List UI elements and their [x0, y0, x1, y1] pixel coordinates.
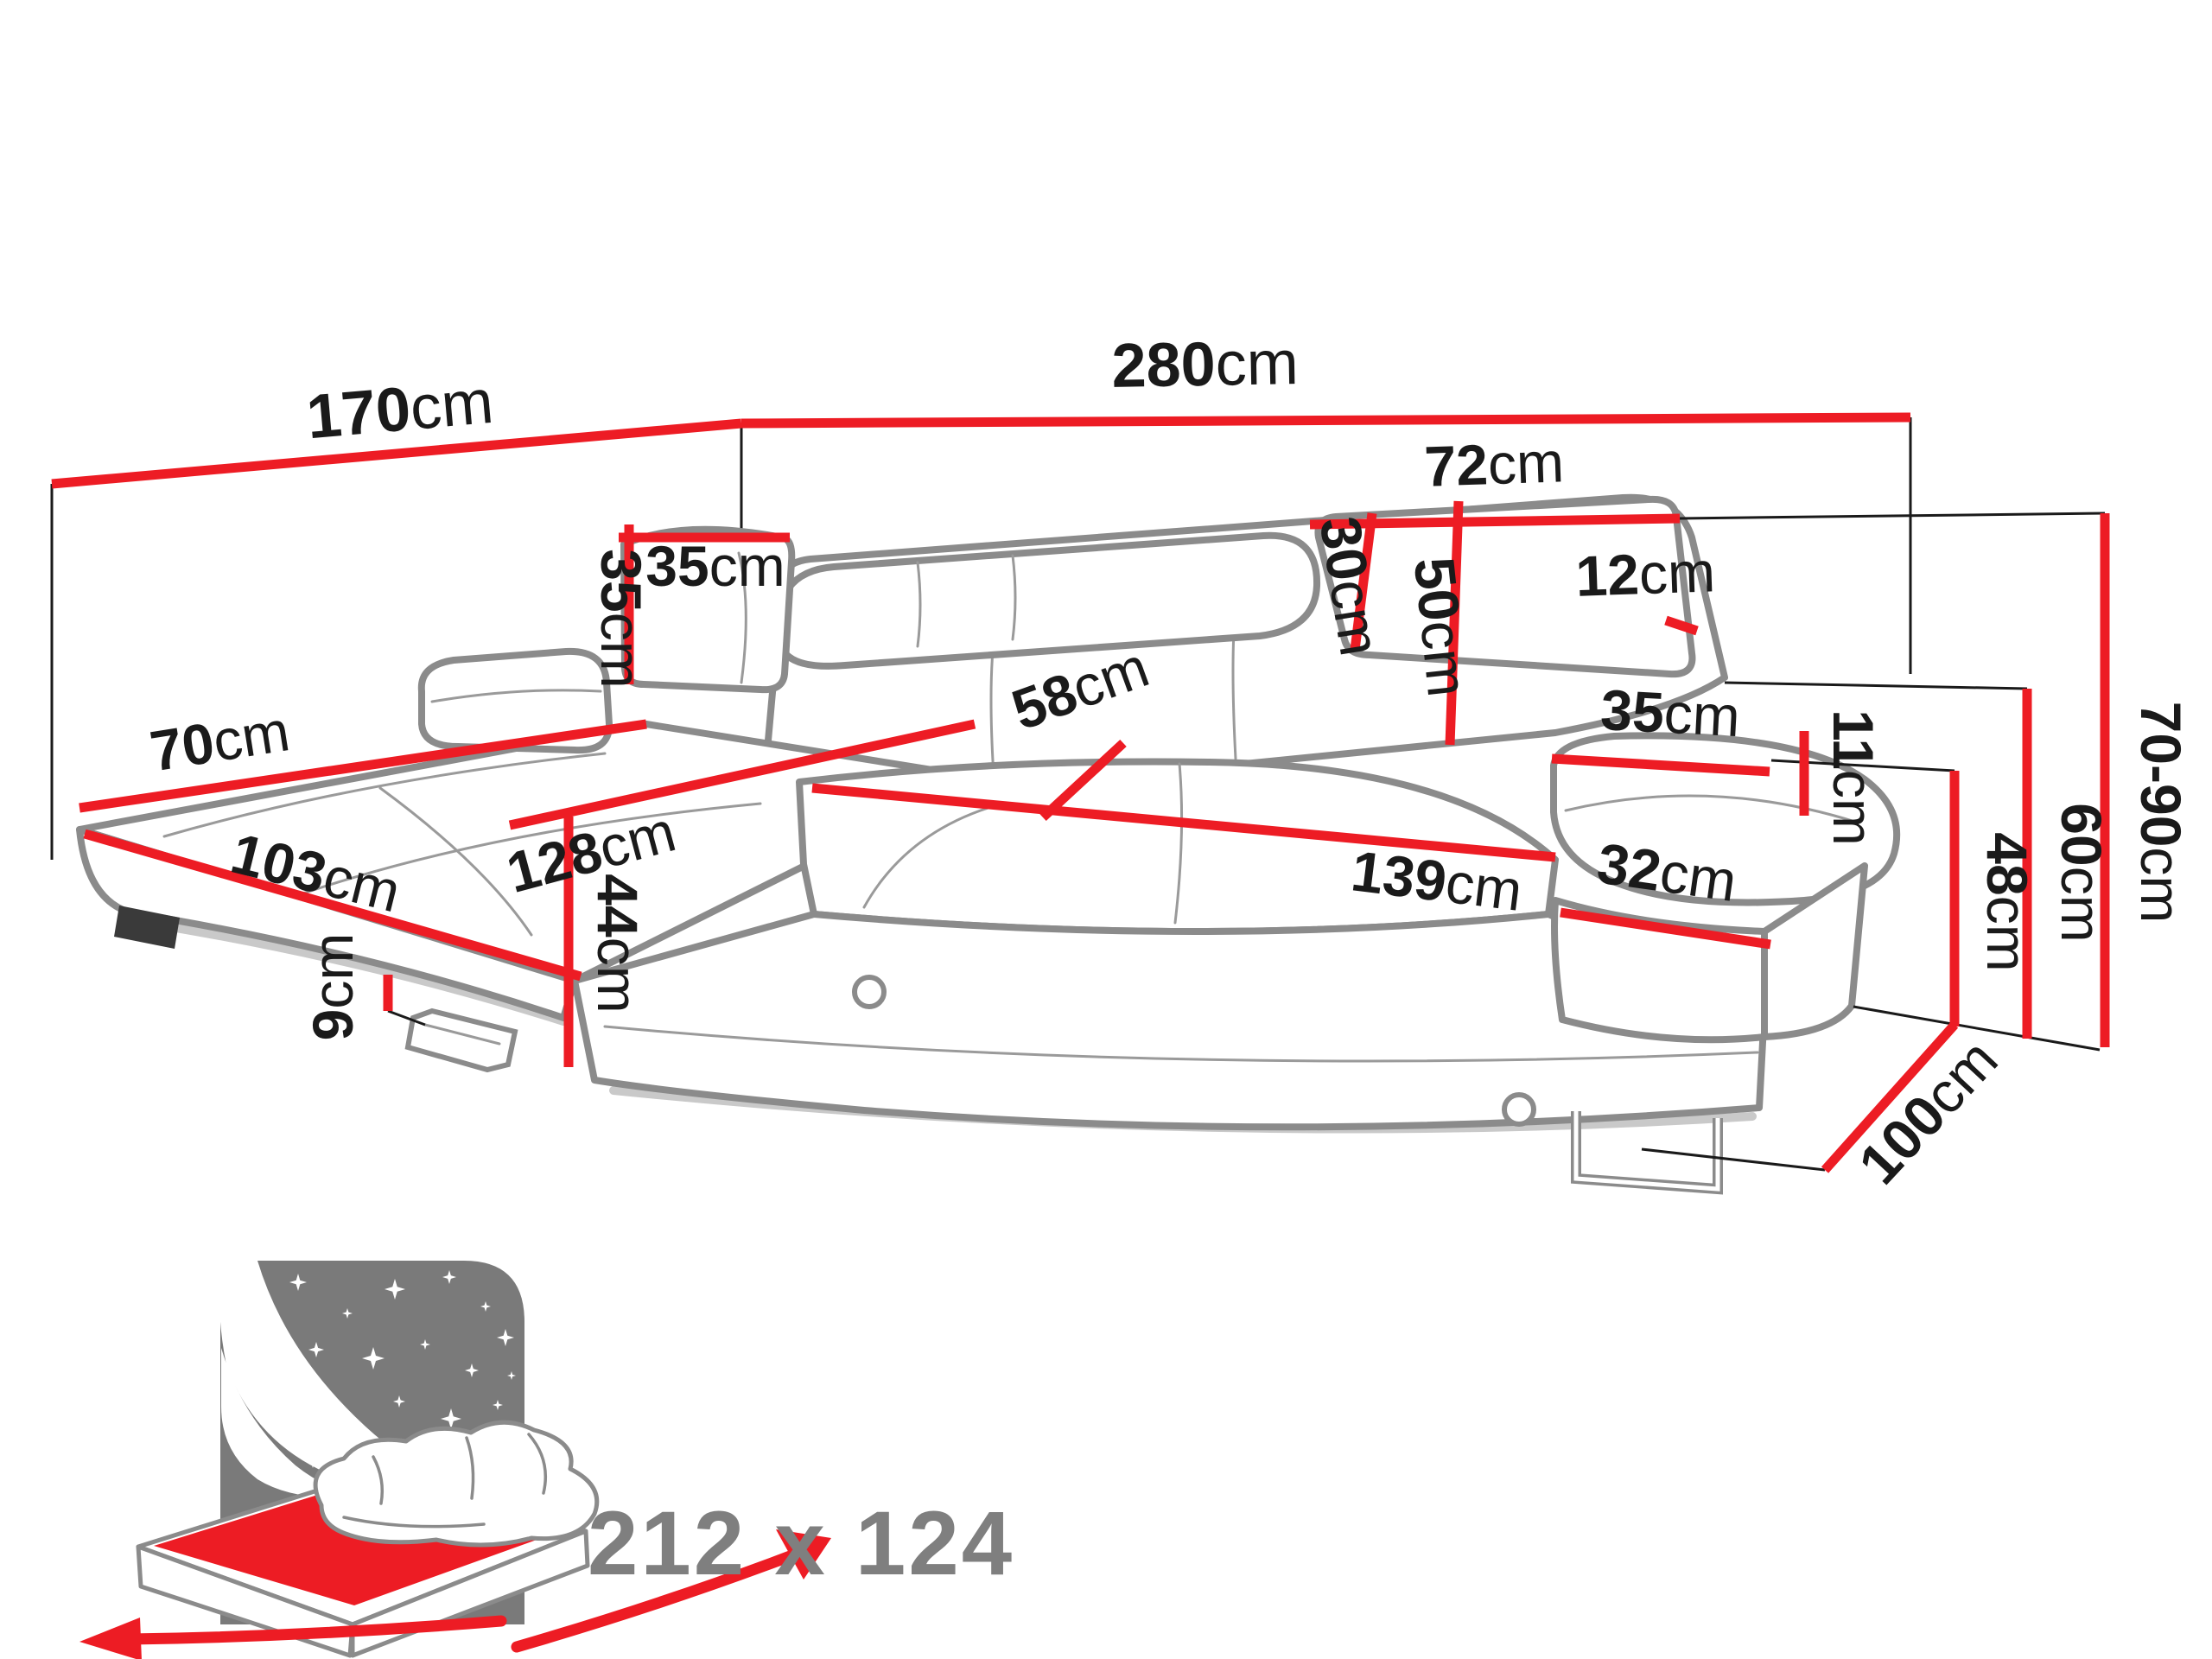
bed-pillows — [313, 1420, 600, 1548]
pillow-crease-1 — [372, 1455, 385, 1505]
left-armrest-ridge — [430, 689, 602, 703]
dim-line-12 — [1664, 615, 1699, 636]
seat-cushion-bulge — [862, 802, 1004, 909]
left-rear-bracket — [114, 906, 180, 949]
curtain-swoosh-large — [219, 1261, 486, 1497]
leader-floor-front — [1641, 1147, 1826, 1172]
dim-label-139: 139cm — [1348, 838, 1526, 923]
dim-line-280 — [741, 412, 1911, 429]
dim-line-128 — [508, 719, 976, 830]
dim-line-103 — [83, 829, 582, 982]
dim-line-58 — [1039, 739, 1127, 822]
center-caster-wheel — [852, 975, 887, 1009]
dim-label-30: 30cm — [1308, 512, 1393, 660]
leader-floor-right — [1853, 1005, 2101, 1052]
seat-cushion-seam — [1173, 762, 1184, 925]
headrest-roll-seam-2 — [1011, 554, 1017, 641]
width-arrow-shaft — [511, 1547, 805, 1653]
dim-label-70-90: 70-90cm — [2129, 702, 2193, 924]
chaise-front-leg — [404, 1007, 518, 1073]
dim-label-35-pillow-h: 35cm — [589, 549, 653, 688]
dim-label-11: 11cm — [1821, 709, 1885, 846]
headrest-roll-seam-1 — [916, 561, 922, 648]
left-armrest — [417, 647, 613, 754]
sofa-front-face — [571, 911, 1768, 1131]
corner-pillow — [620, 525, 796, 694]
right-caster-wheel — [1502, 1092, 1536, 1127]
dim-label-48: 48cm — [1975, 832, 2039, 971]
sleeping-size-label: 212 x 124 — [588, 1493, 1014, 1594]
dim-line-139 — [811, 783, 1556, 862]
chaise-cushion-seam-1 — [378, 786, 533, 937]
chaise-cushion-seam-2 — [162, 752, 607, 838]
pillow-crease-4 — [342, 1516, 486, 1529]
chaise-front-leg-inner — [423, 1023, 501, 1046]
dimension-leaders — [387, 512, 2106, 1172]
dim-line-70 — [79, 719, 647, 813]
pillow-crease — [737, 551, 747, 684]
dim-label-170: 170cm — [304, 367, 496, 453]
leader-backrest-top — [1724, 681, 2028, 690]
sleeping-function-icon: 212 x 124 — [79, 1261, 1014, 1659]
headrest-panel — [1314, 495, 1696, 678]
dim-label-70: 70cm — [146, 698, 294, 783]
sofa-shadow-chaise — [125, 916, 568, 1026]
dim-line-30 — [1350, 512, 1377, 651]
length-arrow-shaft — [124, 1615, 507, 1645]
dim-label-72: 72cm — [1423, 429, 1565, 499]
right-armrest-front — [1551, 897, 1768, 1044]
dim-label-32: 32cm — [1593, 830, 1740, 913]
dim-label-35-armrest: 35cm — [1599, 677, 1742, 748]
dim-line-32 — [1560, 907, 1771, 950]
chaise-cushion-bulge — [257, 802, 762, 911]
front-face-seam — [603, 1025, 1759, 1063]
leader-headrest-top — [1679, 512, 2106, 520]
headrest-roll — [774, 531, 1321, 670]
dim-label-50: 50cm — [1402, 554, 1480, 699]
right-armrest-ridge — [1564, 794, 1859, 824]
curtain-swoosh-small — [221, 1348, 356, 1498]
dim-label-44: 44cm — [586, 874, 650, 1013]
dim-label-280: 280cm — [1111, 328, 1299, 401]
chaise-front-face — [76, 826, 578, 1021]
dim-line-100 — [1821, 1021, 1959, 1173]
dimension-lines — [51, 412, 2110, 1173]
width-arrow-head — [776, 1529, 831, 1580]
right-front-leg-inner — [1573, 1111, 1720, 1192]
sofa-legs — [114, 906, 1723, 1195]
dim-label-60: 60cm — [2050, 803, 2113, 942]
leader-9cm — [387, 1009, 426, 1027]
pillow-crease-3 — [527, 1433, 548, 1495]
dim-line-50 — [1445, 500, 1464, 746]
mattress-side-left — [136, 1544, 355, 1658]
dim-line-35-armrest — [1551, 753, 1770, 777]
dim-line-170 — [51, 418, 742, 489]
right-armrest — [1550, 732, 1901, 906]
pillow-crease-2 — [465, 1436, 475, 1500]
dim-label-12: 12cm — [1574, 539, 1716, 608]
dim-label-9: 9cm — [301, 933, 365, 1041]
length-arrow-head — [79, 1618, 142, 1659]
right-side-panel — [1761, 862, 1868, 1040]
dim-label-35-pillow-w: 35cm — [645, 534, 785, 598]
